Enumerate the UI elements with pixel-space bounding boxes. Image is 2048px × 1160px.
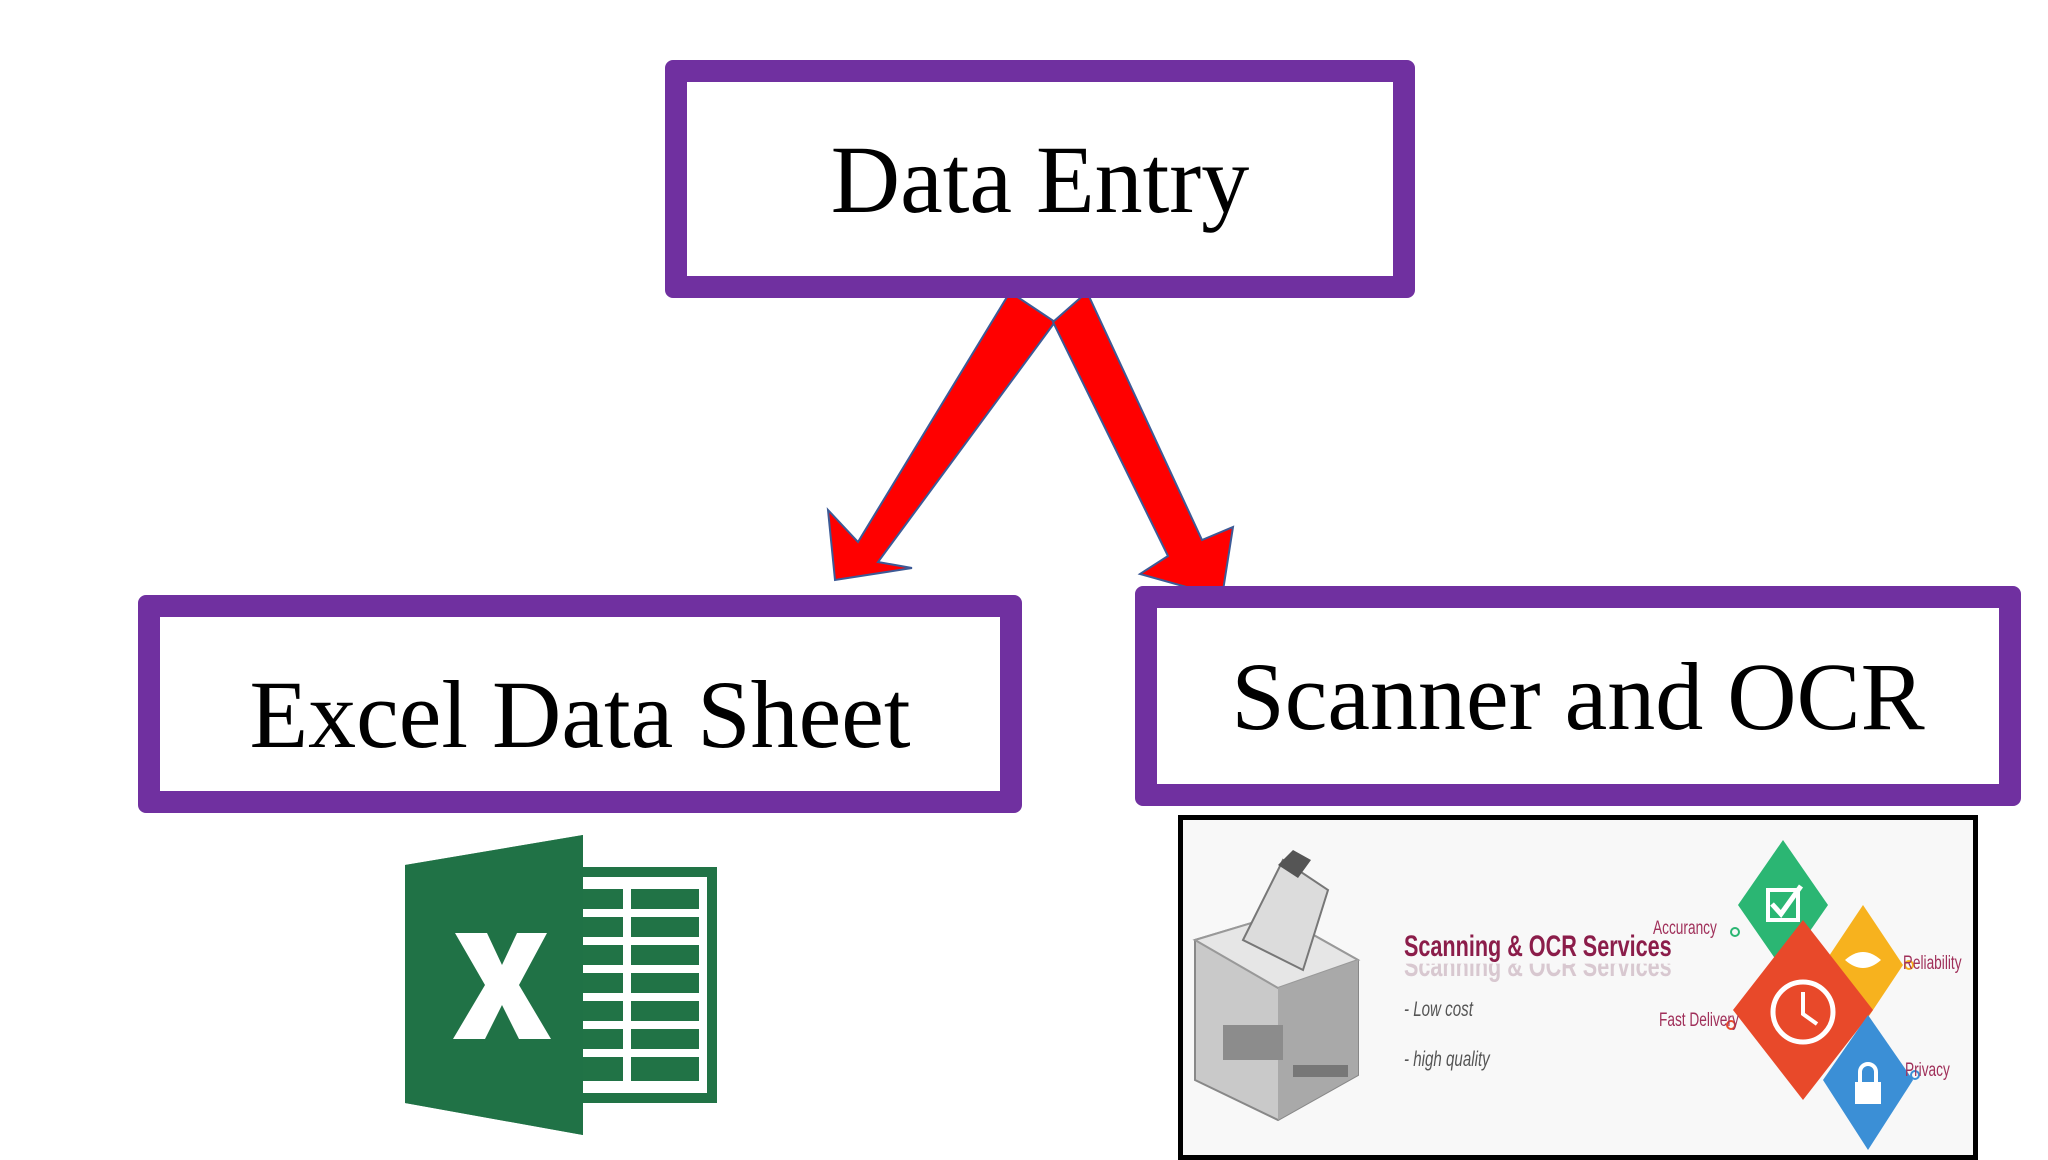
ocr-heading-reflection: Scanning & OCR Services (1404, 950, 1672, 983)
excel-logo-icon (405, 835, 717, 1135)
ocr-bullet-high-quality: - high quality (1404, 1048, 1490, 1071)
scanner-ocr-box: Scanner and OCR (1135, 586, 2021, 806)
arrow-to-scanner (1051, 290, 1235, 599)
ocr-bullet-low-cost: - Low cost (1404, 998, 1473, 1021)
data-entry-label: Data Entry (830, 125, 1250, 233)
data-entry-box: Data Entry (665, 60, 1415, 298)
document-scanner-icon (1192, 850, 1361, 1122)
accuracy-label: Accurancy (1653, 918, 1717, 939)
privacy-label: Privacy (1905, 1060, 1950, 1081)
excel-data-sheet-box: Excel Data Sheet (138, 595, 1022, 813)
arrow-to-excel (826, 290, 1057, 582)
scanner-ocr-image: Scanning & OCR Services Scanning & OCR S… (1178, 815, 1978, 1160)
ocr-heading: Scanning & OCR Services (1404, 930, 1672, 963)
reliability-label: Reliability (1903, 953, 1962, 974)
service-attributes-graphic (1726, 840, 1920, 1150)
excel-data-sheet-label: Excel Data Sheet (249, 660, 911, 768)
fast-delivery-label: Fast Delivery (1659, 1010, 1739, 1031)
scanner-ocr-label: Scanner and OCR (1231, 642, 1925, 750)
